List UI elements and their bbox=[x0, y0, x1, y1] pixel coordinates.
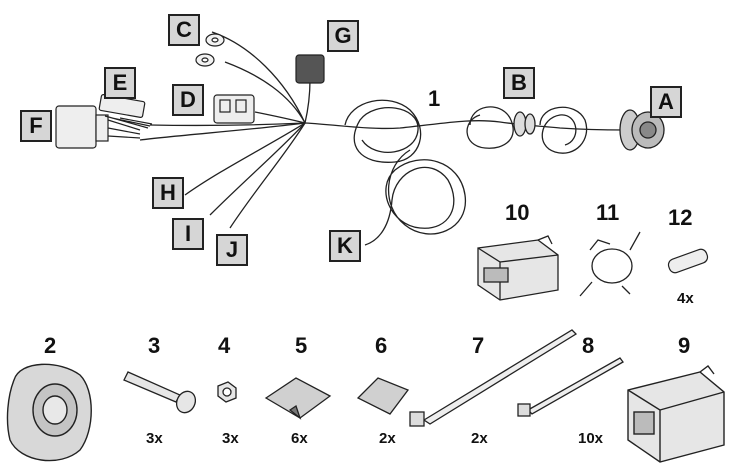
label-B: B bbox=[503, 67, 535, 99]
wire-to-F bbox=[139, 122, 306, 141]
part-number-11: 11 bbox=[596, 200, 620, 225]
part-number-1: 1 bbox=[428, 86, 441, 111]
wire-to-J bbox=[229, 122, 306, 229]
part-5-pad bbox=[264, 377, 332, 420]
part-number-4: 4 bbox=[218, 333, 231, 358]
grommet-B bbox=[513, 111, 536, 137]
label-J: J bbox=[216, 234, 248, 266]
part-number-8: 8 bbox=[582, 333, 595, 358]
part-2-cover bbox=[6, 363, 92, 462]
wire-to-H bbox=[184, 122, 306, 196]
part-7-cable-tie bbox=[409, 329, 578, 427]
wire-to-G bbox=[304, 79, 311, 124]
part-number-6: 6 bbox=[375, 333, 388, 358]
k-cable-loop bbox=[364, 149, 466, 246]
label-C: C bbox=[168, 14, 200, 46]
wire-to-D bbox=[254, 111, 306, 124]
part-3-bolt bbox=[123, 371, 197, 414]
quantity-7: 2x bbox=[471, 430, 488, 447]
quantity-3: 3x bbox=[146, 430, 163, 447]
part-10-module bbox=[477, 235, 559, 301]
part-number-9: 9 bbox=[678, 333, 691, 358]
wire-to-C2 bbox=[211, 31, 306, 124]
connector-G bbox=[295, 54, 325, 84]
label-K: K bbox=[329, 230, 361, 262]
quantity-5: 6x bbox=[291, 430, 308, 447]
wire-to-I bbox=[209, 122, 306, 216]
cable-coil bbox=[344, 99, 422, 163]
part-9-module bbox=[627, 365, 725, 463]
quantity-12: 4x bbox=[677, 290, 694, 307]
socket-A bbox=[619, 109, 665, 151]
part-number-3: 3 bbox=[148, 333, 161, 358]
part-11-bracket bbox=[579, 231, 641, 297]
label-I: I bbox=[172, 218, 204, 250]
ring-terminals-C bbox=[195, 33, 225, 67]
cable-coil bbox=[466, 106, 514, 149]
connector-F bbox=[55, 105, 141, 149]
part-number-12: 12 bbox=[668, 205, 693, 230]
connector-E bbox=[98, 94, 153, 129]
connector-D bbox=[213, 94, 255, 124]
part-12-fuse bbox=[667, 248, 709, 274]
part-number-10: 10 bbox=[505, 200, 530, 225]
quantity-4: 3x bbox=[222, 430, 239, 447]
part-6-pad bbox=[356, 377, 410, 415]
cable-coil bbox=[539, 106, 588, 154]
part-number-2: 2 bbox=[44, 333, 57, 358]
label-F: F bbox=[20, 110, 52, 142]
part-4-nut bbox=[217, 381, 237, 403]
main-cable bbox=[304, 120, 626, 131]
quantity-8: 10x bbox=[578, 430, 604, 447]
label-G: G bbox=[327, 20, 359, 52]
wire-to-C bbox=[224, 61, 306, 124]
wire-to-E bbox=[149, 122, 306, 127]
label-D: D bbox=[172, 84, 204, 116]
label-H: H bbox=[152, 177, 184, 209]
part-8-cable-tie bbox=[517, 357, 624, 417]
label-A: A bbox=[650, 86, 682, 118]
part-number-5: 5 bbox=[295, 333, 308, 358]
quantity-6: 2x bbox=[379, 430, 396, 447]
label-E: E bbox=[104, 67, 136, 99]
part-number-7: 7 bbox=[472, 333, 485, 358]
